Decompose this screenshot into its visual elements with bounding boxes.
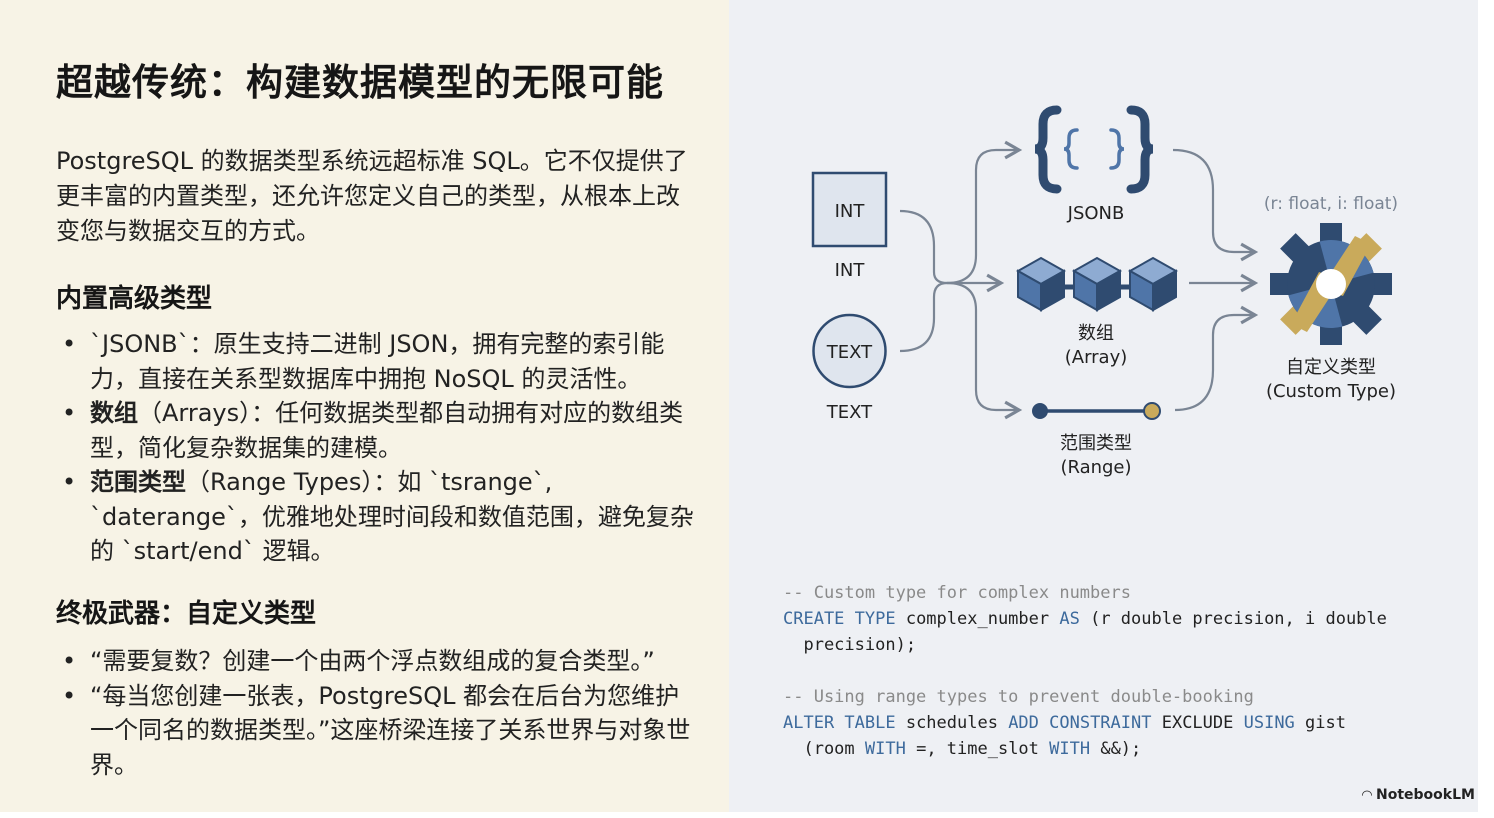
list-item-arrays: • 数组（Arrays）：任何数据类型都自动拥有对应的数组类型，简化复杂数据集的建…	[62, 396, 702, 465]
jsonb-label: JSONB	[1067, 203, 1125, 224]
code-keyword: ALTER TABLE	[783, 713, 896, 733]
array-label-cn: 数组	[1078, 323, 1114, 344]
custom-signature: (r: float, i: float)	[1264, 194, 1398, 214]
custom-types-list: • “需要复数？创建一个由两个浮点数组成的复合类型。” • “每当您创建一张表，Po…	[62, 644, 702, 782]
range-icon	[1032, 402, 1161, 420]
text-circle	[812, 313, 887, 389]
int-box-text: INT	[835, 201, 866, 222]
code-text: EXCLUDE	[1151, 713, 1244, 733]
brand-label: NotebookLM	[1376, 787, 1475, 803]
code-keyword: WITH	[864, 739, 906, 759]
bullet-icon: •	[62, 330, 77, 358]
gear-icon	[1270, 223, 1392, 345]
code-text: &&);	[1090, 739, 1142, 759]
list-item-range: • 范围类型（Range Types）：如 `tsrange`, `dateran…	[62, 465, 702, 569]
slide-title: 超越传统：构建数据模型的无限可能	[56, 61, 664, 104]
jsonb-node: JSONB	[1034, 105, 1154, 224]
list-item-text: “每当您创建一张表，PostgreSQL 都会在后台为您维护一个同名的数据类型。…	[90, 681, 691, 779]
connector-lines	[899, 140, 1259, 420]
range-node: 范围类型 (Range)	[1032, 402, 1161, 478]
bullet-icon: •	[62, 681, 77, 710]
section-heading-builtin: 内置高级类型	[56, 284, 213, 314]
array-node: 数组 (Array)	[1015, 256, 1179, 368]
code-keyword: WITH	[1049, 739, 1091, 759]
range-label-cn: 范围类型	[1060, 433, 1132, 454]
braces-icon	[1034, 105, 1154, 194]
list-item-text: （Arrays）：任何数据类型都自动拥有对应的数组类型，简化复杂数据集的建模。	[90, 399, 684, 462]
code-text: =, time_slot	[905, 739, 1050, 759]
code-text: gist	[1294, 713, 1346, 733]
int-box	[811, 171, 888, 248]
list-item-text: “需要复数？创建一个由两个浮点数组成的复合类型。”	[90, 647, 655, 675]
code-text: complex_number	[895, 609, 1060, 629]
code-text: (r double precision, i double	[1079, 609, 1387, 629]
code-keyword: CREATE TYPE	[783, 609, 896, 629]
notebooklm-logo-icon: ◠	[1362, 788, 1372, 803]
type-flow-diagram: INT INT TEXT TEXT JSONB	[811, 105, 1398, 478]
code-text: precision);	[783, 635, 917, 655]
custom-label-en: (Custom Type)	[1266, 381, 1396, 402]
text-circle-text: TEXT	[826, 342, 873, 363]
custom-type-node: (r: float, i: float) 自定义类型 (Custom Type)	[1264, 194, 1398, 402]
code-keyword: AS	[1059, 609, 1080, 629]
list-item-jsonb: • `JSONB`：原生支持二进制 JSON，拥有完整的索引能力，直接在关系型数据…	[62, 327, 702, 396]
cubes-icon	[1015, 256, 1179, 312]
intro-paragraph: PostgreSQL 的数据类型系统远超标准 SQL。它不仅提供了更丰富的内置类…	[56, 147, 688, 245]
right-panel	[729, 0, 1478, 812]
list-item-text: （Range Types）：如 `tsrange`, `daterange`，优…	[90, 468, 694, 565]
code-comment: -- Using range types to prevent double-b…	[783, 687, 1254, 707]
range-label-en: (Range)	[1060, 457, 1131, 478]
list-item-text: `JSONB`：原生支持二进制 JSON，拥有完整的索引能力，直接在关系型数据库…	[90, 330, 665, 393]
code-block: -- Custom type for complex numbers CREAT…	[783, 580, 1387, 762]
code-keyword: USING	[1243, 713, 1295, 733]
code-comment: -- Custom type for complex numbers	[783, 583, 1131, 603]
text-node: TEXT TEXT	[812, 313, 887, 423]
page-edge	[1478, 0, 1494, 818]
code-text: (room	[783, 739, 865, 759]
list-item-quote-complex: • “需要复数？创建一个由两个浮点数组成的复合类型。”	[62, 644, 702, 679]
bullet-icon: •	[62, 468, 77, 496]
code-keyword: ADD CONSTRAINT	[1008, 713, 1152, 733]
bullet-icon: •	[62, 399, 77, 427]
int-label: INT	[835, 260, 866, 281]
builtin-types-list: • `JSONB`：原生支持二进制 JSON，拥有完整的索引能力，直接在关系型数据…	[62, 327, 702, 569]
left-panel	[0, 0, 729, 812]
section-heading-custom: 终极武器：自定义类型	[56, 599, 317, 629]
notebooklm-brand: ◠ NotebookLM	[1362, 787, 1475, 803]
bullet-icon: •	[62, 647, 77, 675]
code-text: schedules	[895, 713, 1009, 733]
list-item-bold: 数组	[90, 399, 138, 427]
array-label-en: (Array)	[1065, 347, 1128, 368]
int-node: INT INT	[811, 171, 888, 281]
text-label: TEXT	[826, 402, 873, 423]
list-item-bold: 范围类型	[90, 468, 186, 496]
custom-label-cn: 自定义类型	[1286, 357, 1376, 378]
list-item-quote-table: • “每当您创建一张表，PostgreSQL 都会在后台为您维护一个同名的数据类型…	[62, 679, 702, 783]
